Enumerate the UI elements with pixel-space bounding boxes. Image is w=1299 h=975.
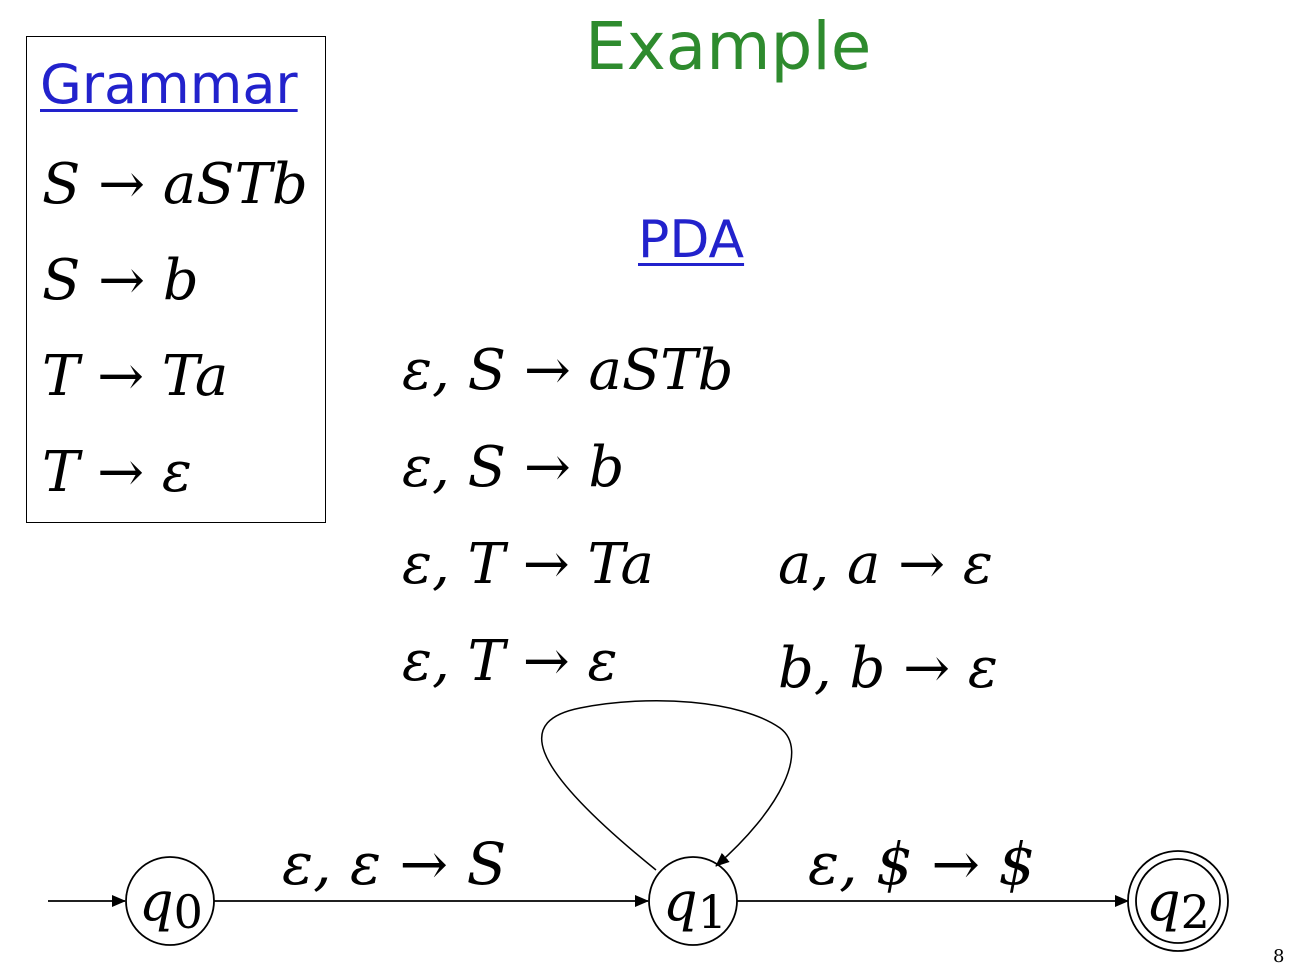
page-number: 8 xyxy=(1273,946,1285,967)
edge-q1-q2-label: ε, $ → $ xyxy=(808,830,1035,898)
pda-transition-2: ε, S → b xyxy=(402,435,625,500)
state-q2-outer-circle xyxy=(1127,850,1229,952)
slide-title: Example xyxy=(585,8,872,85)
pda-transition-3: ε, T → Ta xyxy=(402,532,654,597)
grammar-rule-2: S → b xyxy=(42,248,199,313)
grammar-rule-3: T → Ta xyxy=(42,344,229,409)
state-q2-inner-circle xyxy=(1135,858,1221,944)
pda-match-b: b, b → ε xyxy=(778,636,998,701)
grammar-box xyxy=(26,36,326,523)
edge-q0-q1-label: ε, ε → S xyxy=(282,830,506,898)
pda-heading: PDA xyxy=(638,210,745,270)
state-q0-label: q0 xyxy=(139,870,203,939)
state-q1-label: q1 xyxy=(663,870,727,939)
pda-transition-1: ε, S → aSTb xyxy=(402,338,734,403)
state-q2-label: q2 xyxy=(1146,870,1210,939)
grammar-rule-4: T → ε xyxy=(42,440,192,505)
self-loop-q1 xyxy=(540,699,793,871)
pda-match-a: a, a → ε xyxy=(778,532,993,597)
pda-transition-4: ε, T → ε xyxy=(402,629,618,694)
grammar-rule-1: S → aSTb xyxy=(42,152,308,217)
grammar-heading: Grammar xyxy=(40,53,298,116)
